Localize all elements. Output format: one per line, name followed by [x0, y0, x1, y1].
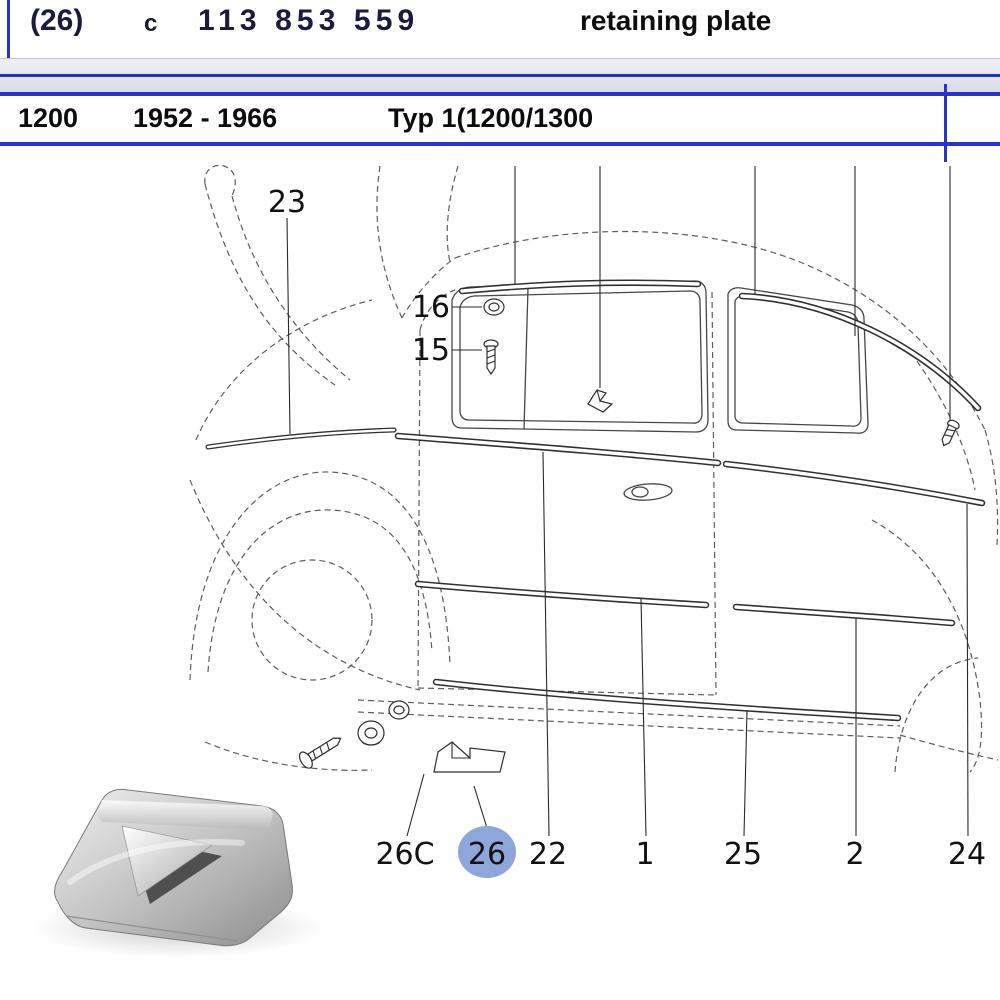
- callout-22[interactable]: 22: [529, 837, 567, 872]
- car-window-frames: [451, 280, 869, 501]
- hardware-parts: [298, 298, 960, 773]
- grommet-bottom-1-icon: [357, 720, 385, 746]
- screw-rear-icon: [941, 419, 960, 447]
- retaining-clip-sketch-icon: [433, 741, 506, 773]
- callouts: 23 16 15 26C 26 22 1 25 2 24: [268, 185, 986, 878]
- callout-16[interactable]: 16: [412, 290, 450, 325]
- part-description: retaining plate: [580, 5, 772, 36]
- right-border-line: [944, 84, 947, 162]
- grommet-icon: [483, 298, 505, 316]
- callout-1[interactable]: 1: [635, 837, 654, 872]
- plate-fold: [97, 800, 273, 830]
- parts-table-row[interactable]: (26) c 113 853 559 retaining plate: [0, 0, 1000, 58]
- grommet-bottom-2-icon: [388, 700, 410, 720]
- plate-tongue: [121, 825, 213, 897]
- callout-26C[interactable]: 26C: [375, 837, 434, 872]
- callout-2[interactable]: 2: [845, 837, 864, 872]
- callout-15[interactable]: 15: [412, 333, 450, 368]
- left-border-line: [7, 0, 10, 78]
- model-selection-row[interactable]: 1200 1952 - 1966 Typ 1(1200/1300: [0, 92, 1000, 146]
- callout-25[interactable]: 25: [724, 837, 762, 872]
- car-body-outline: [189, 164, 999, 773]
- callout-26-highlight[interactable]: [458, 826, 516, 878]
- part-code: c: [144, 10, 158, 37]
- trim-mouldings: [205, 279, 986, 722]
- retaining-plate-photo: [33, 788, 323, 958]
- clip-small-icon: [587, 389, 614, 413]
- model-years: 1952 - 1966: [133, 103, 278, 133]
- part-ref: (26): [30, 4, 84, 37]
- callout-26[interactable]: 26: [468, 837, 506, 872]
- horizontal-divider: [0, 74, 1000, 77]
- callout-23[interactable]: 23: [268, 185, 306, 220]
- screw-bottom-icon: [298, 737, 342, 769]
- screw-icon: [483, 339, 499, 376]
- model-code: 1200: [18, 103, 79, 133]
- callout-24[interactable]: 24: [948, 837, 986, 872]
- leader-lines: [286, 166, 969, 837]
- part-number: 113 853 559: [198, 4, 420, 37]
- model-type: Typ 1(1200/1300: [388, 103, 594, 133]
